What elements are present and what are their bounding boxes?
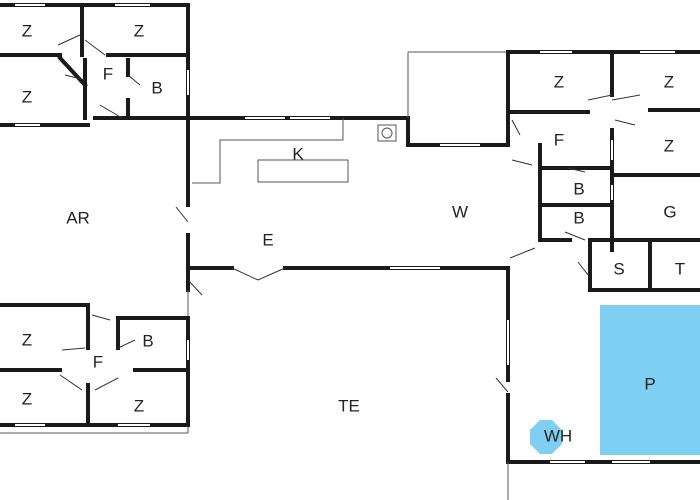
whirlpool: [530, 420, 562, 454]
terrace-windows: [507, 320, 650, 463]
room-label-te: TE: [338, 396, 360, 416]
room-label-b: B: [142, 331, 154, 351]
room-label-f: F: [553, 130, 565, 150]
lower-left-doors: [59, 314, 136, 391]
room-label-f: F: [92, 352, 104, 372]
upper-left-doors: [57, 34, 141, 119]
room-label-wh: WH: [543, 426, 573, 446]
room-label-s: S: [613, 259, 625, 279]
room-label-z: Z: [21, 330, 33, 350]
room-label-z: Z: [133, 396, 145, 416]
room-label-f: F: [102, 64, 114, 84]
room-label-z: Z: [133, 21, 145, 41]
upper-left-wing-walls: [0, 3, 190, 127]
upper-left-windows: [15, 4, 189, 126]
pool: [600, 305, 700, 455]
lower-left-windows: [15, 340, 189, 426]
room-label-p: P: [644, 374, 656, 394]
room-label-e: E: [262, 230, 274, 250]
kitchen-counter: [192, 118, 397, 184]
room-label-z: Z: [21, 389, 33, 409]
room-label-g: G: [663, 202, 677, 222]
room-label-b: B: [573, 179, 585, 199]
room-label-t: T: [674, 259, 686, 279]
central-doors: [175, 159, 533, 296]
room-label-z: Z: [553, 72, 565, 92]
upper-right-windows: [540, 51, 675, 200]
room-label-ar: AR: [66, 208, 90, 228]
room-label-z: Z: [21, 87, 33, 107]
central-windows: [245, 117, 480, 269]
terrace-doors: [495, 377, 509, 393]
room-label-b: B: [151, 78, 163, 98]
room-label-z: Z: [663, 136, 675, 156]
room-label-b: B: [573, 208, 585, 228]
upper-right-doors: [509, 94, 641, 276]
room-label-z: Z: [21, 21, 33, 41]
terrace-walls: [0, 266, 700, 500]
room-label-z: Z: [663, 72, 675, 92]
room-label-k: K: [292, 144, 304, 164]
room-label-w: W: [451, 202, 469, 222]
